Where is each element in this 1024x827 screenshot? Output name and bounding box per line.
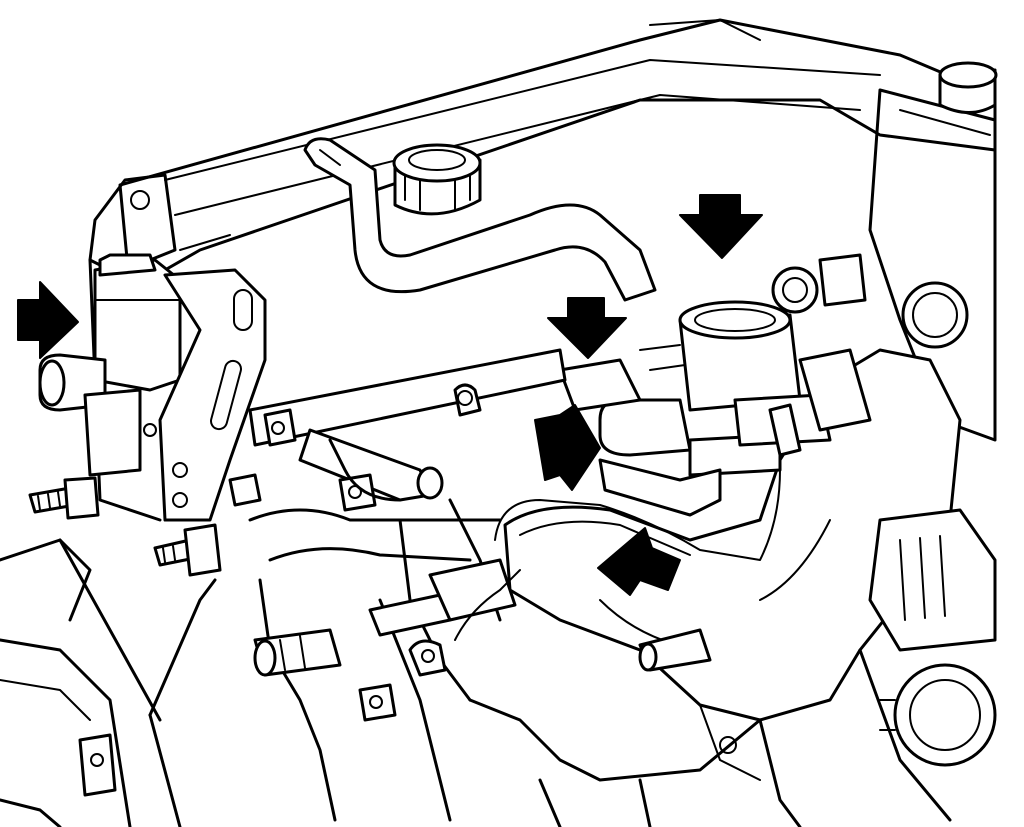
lower-block	[468, 698, 762, 827]
callout-arrow-top-right	[679, 194, 763, 259]
sensor-connectors	[253, 558, 712, 722]
fuel-rail	[228, 348, 567, 512]
lifting-bracket	[143, 268, 267, 522]
arrow-down-icon	[679, 194, 763, 259]
arrow-down-icon	[547, 297, 627, 359]
alternator-area	[758, 508, 997, 827]
egr-valve	[38, 253, 182, 477]
breather-hose	[303, 137, 657, 302]
hose-barbs	[28, 476, 222, 577]
vacuum-line	[454, 469, 781, 641]
callout-arrow-left	[17, 281, 79, 359]
transmission-area	[0, 538, 217, 827]
oil-filler-cap	[392, 143, 482, 216]
cylinder-head-end	[88, 173, 177, 522]
callout-arrow-throttle	[534, 404, 601, 491]
coolant-cap	[938, 61, 998, 114]
arrow-down-right-icon	[534, 404, 601, 491]
throttle-body	[558, 253, 872, 517]
arrow-right-icon	[17, 281, 79, 359]
callout-arrow-center	[547, 297, 627, 359]
callout-arrow-lower	[597, 527, 681, 596]
intake-runners	[248, 438, 502, 822]
arrow-up-left-icon	[597, 527, 681, 596]
